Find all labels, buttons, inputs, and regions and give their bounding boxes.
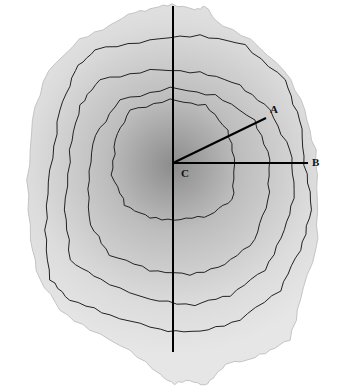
point-label: B	[312, 157, 319, 168]
contour-line	[45, 35, 312, 332]
point-label: C	[181, 168, 189, 179]
contour-line	[88, 87, 270, 275]
contour-line	[64, 69, 294, 305]
wound-outline	[27, 4, 318, 385]
point-label: A	[270, 104, 278, 115]
radius-line	[173, 118, 266, 163]
vertical-axis	[172, 6, 174, 352]
radius-line	[173, 162, 308, 164]
